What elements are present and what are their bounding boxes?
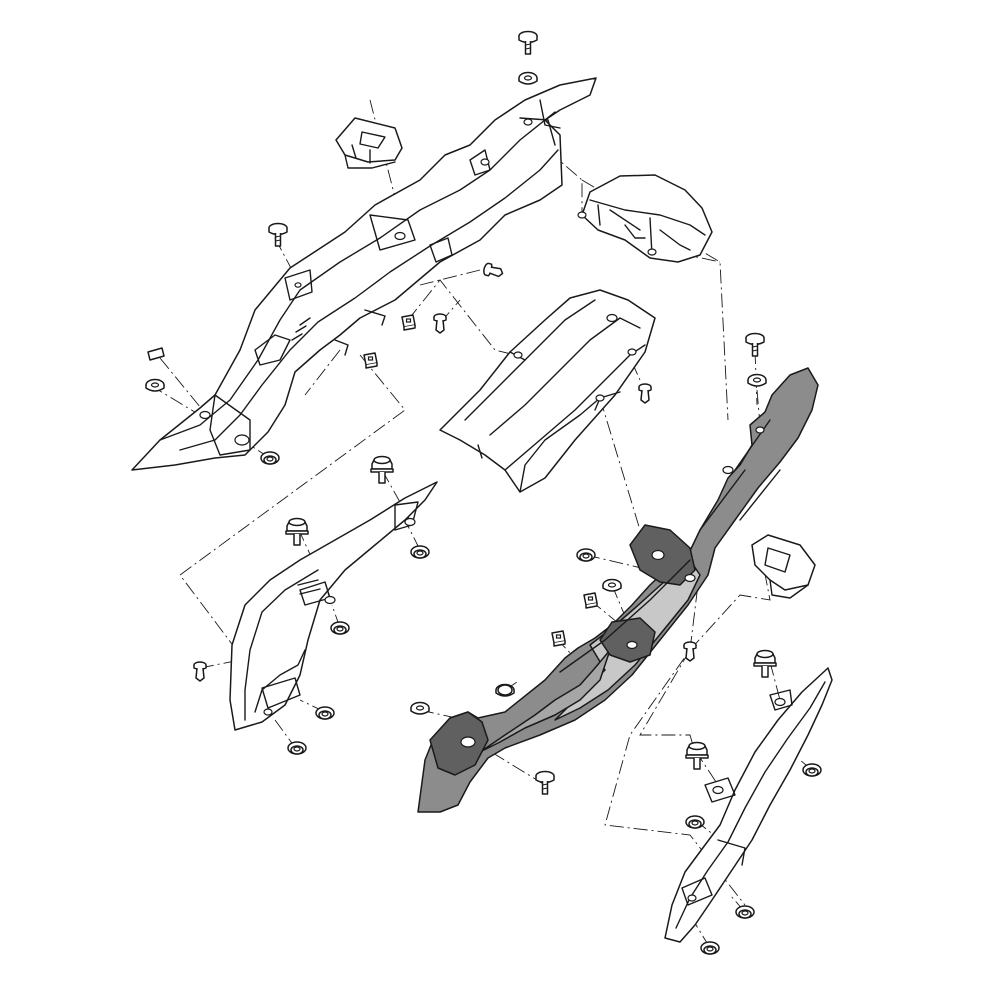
screw-icon bbox=[745, 332, 765, 357]
screw-icon bbox=[268, 222, 288, 247]
pin-icon bbox=[147, 347, 165, 361]
rear-upper-cover bbox=[577, 174, 713, 263]
cap-icon bbox=[497, 684, 513, 696]
washer-icon bbox=[602, 578, 622, 592]
grommet-icon bbox=[735, 905, 755, 919]
right-side-cowl bbox=[664, 667, 833, 943]
grommet-icon bbox=[260, 451, 280, 465]
bolt-icon bbox=[285, 517, 309, 546]
screw-icon bbox=[535, 770, 555, 795]
rivet-icon bbox=[433, 313, 447, 334]
top-bracket bbox=[335, 117, 403, 169]
rivet-icon bbox=[481, 261, 505, 280]
grommet-icon bbox=[700, 941, 720, 955]
clip-icon bbox=[401, 314, 416, 331]
rivet-icon bbox=[683, 641, 697, 662]
center-tray-panel bbox=[439, 289, 656, 493]
bolt-icon bbox=[685, 741, 709, 770]
grommet-icon bbox=[315, 706, 335, 720]
grommet-icon bbox=[576, 548, 596, 562]
grommet-icon bbox=[330, 621, 350, 635]
grommet-icon bbox=[410, 545, 430, 559]
hardware-fasteners bbox=[145, 30, 822, 955]
rivet-icon bbox=[638, 383, 652, 404]
grommet-icon bbox=[802, 763, 822, 777]
clip-icon bbox=[583, 592, 598, 609]
washer-icon bbox=[145, 378, 165, 392]
left-side-cowl bbox=[229, 481, 438, 731]
bolt-icon bbox=[370, 455, 394, 484]
clip-icon bbox=[363, 352, 378, 369]
washer-icon bbox=[410, 701, 430, 715]
rivet-icon bbox=[193, 661, 207, 682]
right-bracket bbox=[751, 534, 816, 599]
washer-icon bbox=[518, 71, 538, 85]
washer-icon bbox=[747, 373, 767, 387]
clip-icon bbox=[551, 630, 566, 647]
screw-icon bbox=[518, 30, 538, 55]
grommet-icon bbox=[287, 741, 307, 755]
highlighted-side-rail bbox=[417, 367, 819, 813]
inner-side-frame-panel bbox=[131, 77, 597, 471]
grommet-icon bbox=[685, 815, 705, 829]
